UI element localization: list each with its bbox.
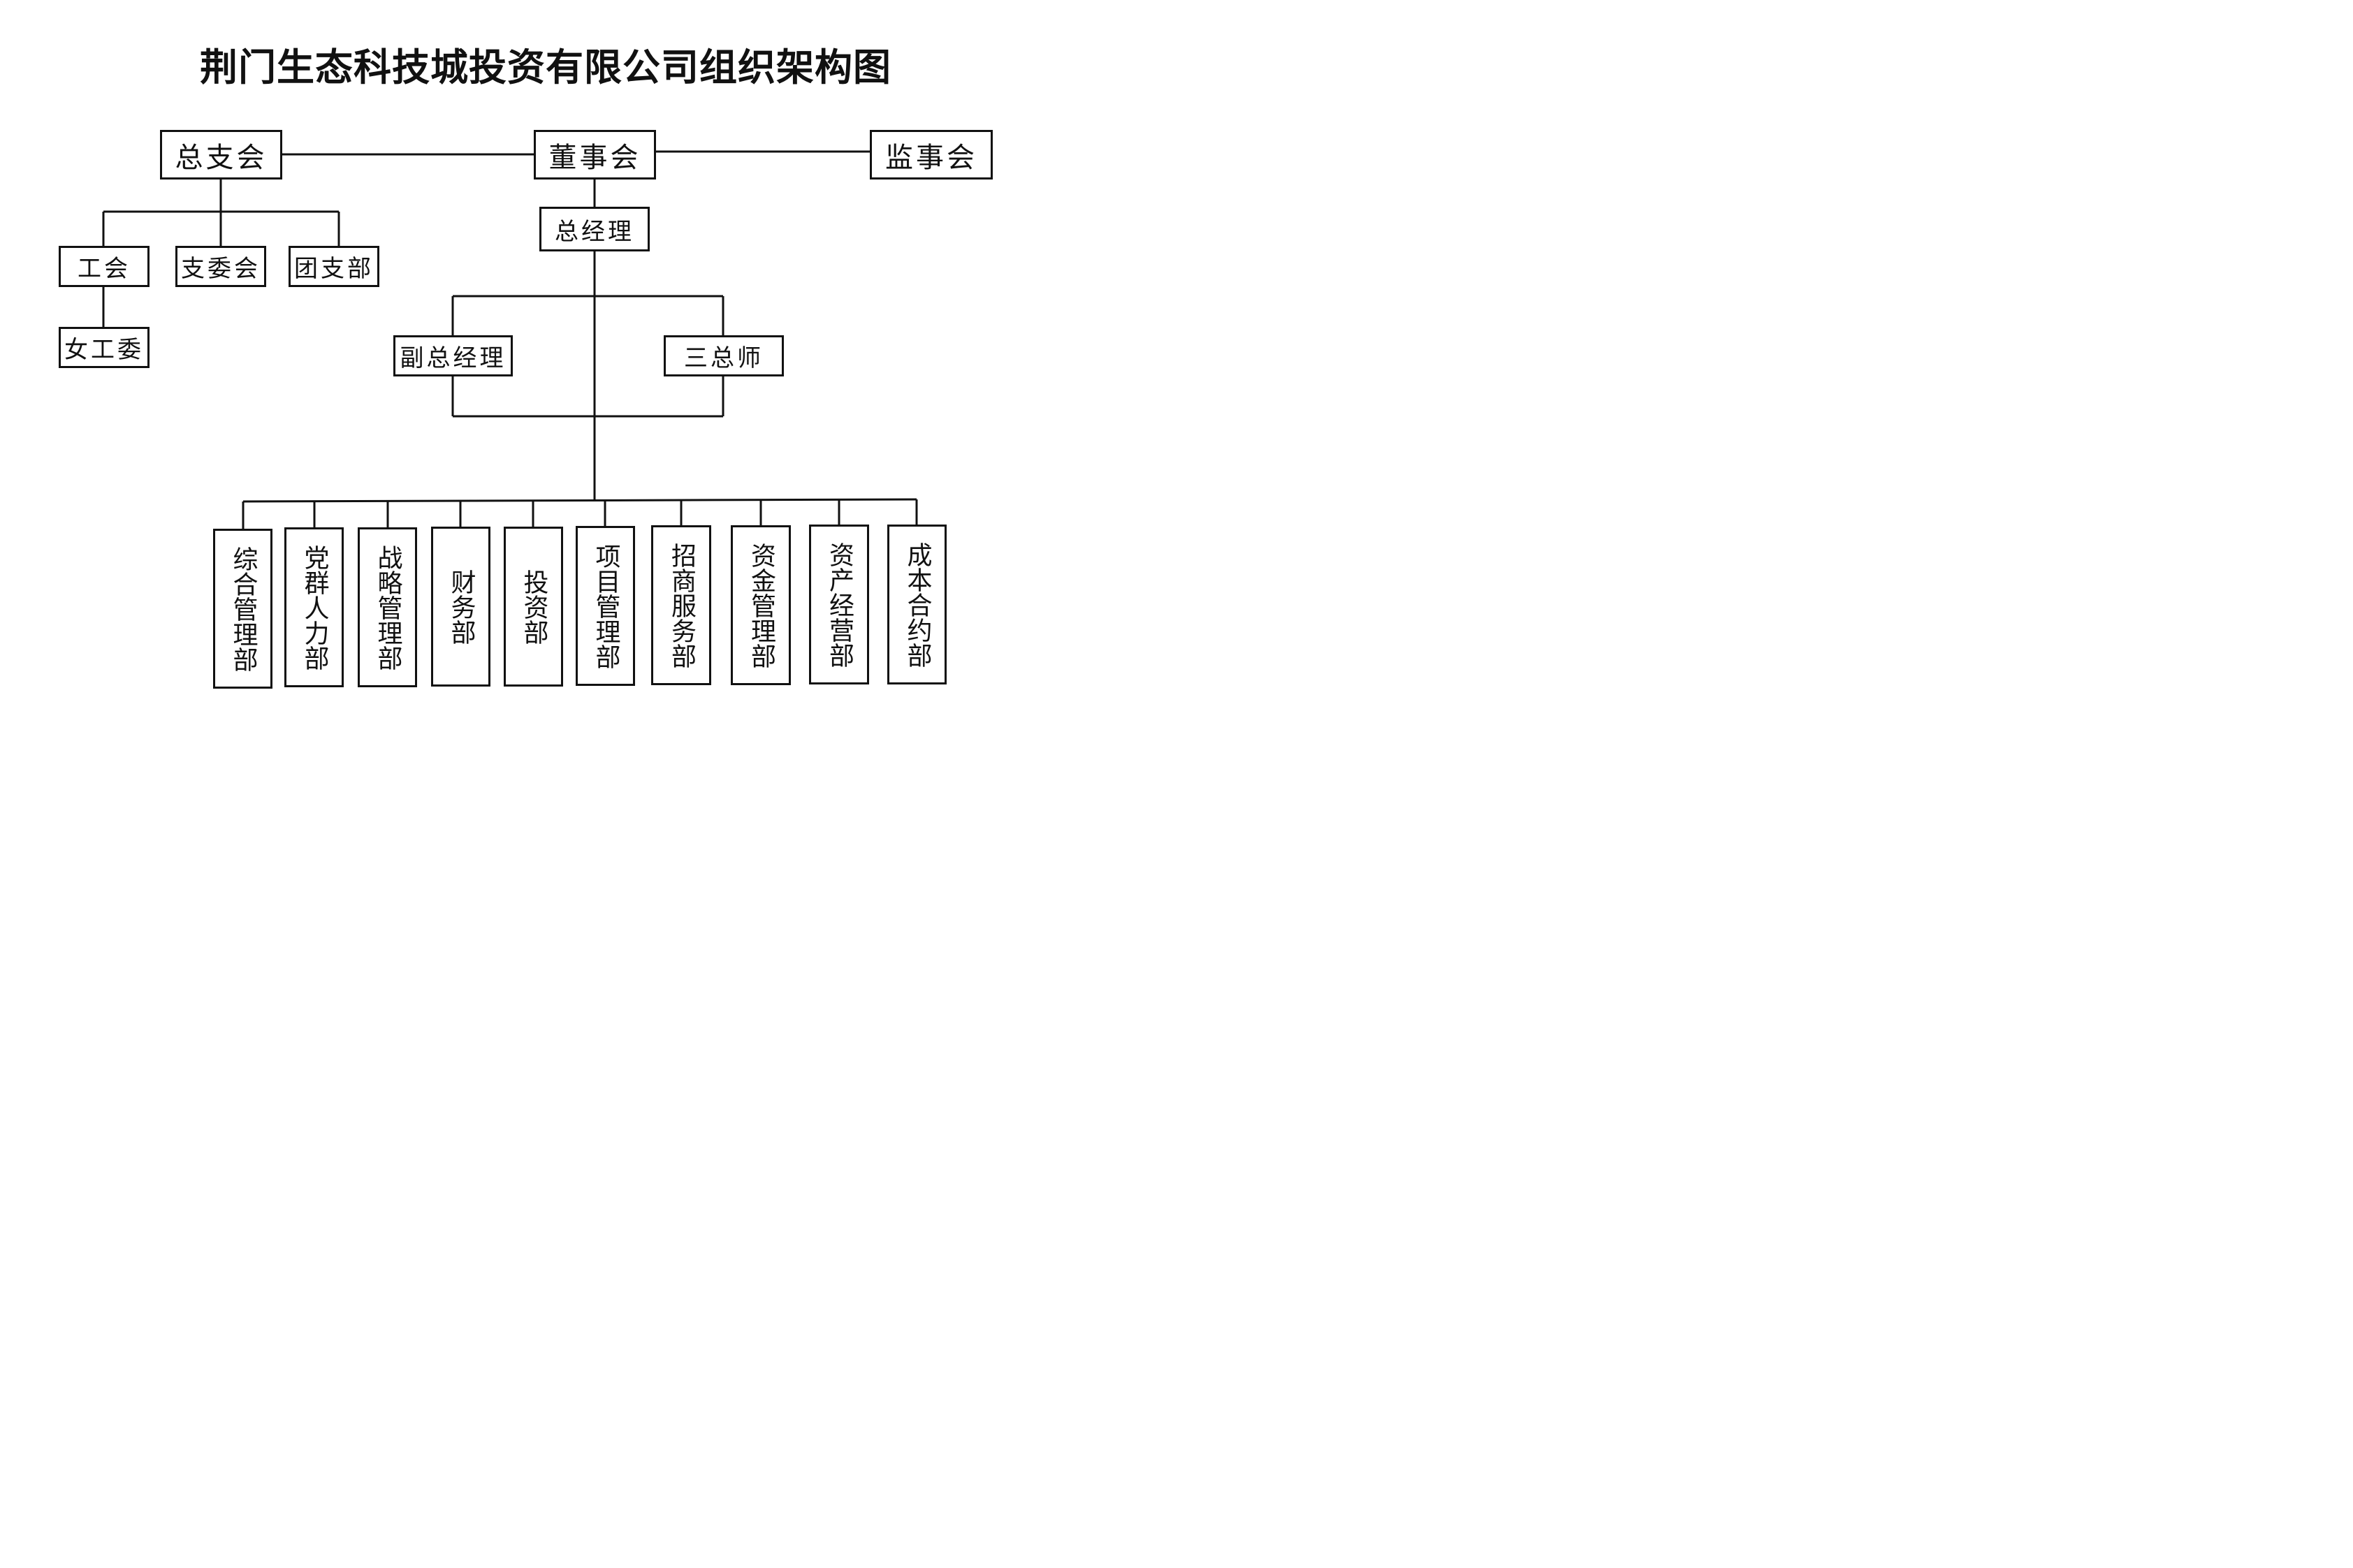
chart-title: 荆门生态科技城投资有限公司组织架构图 — [200, 45, 891, 89]
dept-label: 财务部 — [446, 569, 476, 645]
dept-label: 投资部 — [519, 569, 548, 645]
dept-label: 党群人力部 — [300, 544, 329, 671]
node-general-manager: 总经理 — [539, 207, 650, 251]
dept-label: 资产经营部 — [825, 541, 854, 668]
dept-label: 成本合约部 — [903, 541, 932, 668]
dept-investment: 投资部 — [504, 527, 563, 687]
dept-label: 战略管理部 — [373, 544, 402, 671]
dept-label: 项目管理部 — [591, 543, 620, 669]
dept-fund-mgmt: 资金管理部 — [731, 525, 791, 685]
dept-asset-operation: 资产经营部 — [809, 525, 869, 684]
node-union: 工会 — [59, 246, 150, 287]
connector-lines — [102, 150, 918, 530]
dept-cost-contract: 成本合约部 — [887, 525, 947, 684]
dept-general-admin: 综合管理部 — [213, 529, 272, 689]
node-three-chiefs: 三总师 — [664, 335, 784, 376]
node-supervisors: 监事会 — [870, 130, 993, 179]
node-party-branch: 总支会 — [160, 130, 282, 179]
node-women-committee: 女工委 — [59, 327, 150, 368]
node-board: 董事会 — [534, 130, 656, 179]
dept-strategy: 战略管理部 — [358, 527, 417, 687]
dept-investment-promotion: 招商服务部 — [651, 525, 711, 685]
node-branch-committee: 支委会 — [175, 246, 266, 287]
node-youth-branch: 团支部 — [289, 246, 379, 287]
dept-label: 招商服务部 — [667, 542, 696, 668]
dept-project-mgmt: 项目管理部 — [576, 526, 635, 686]
node-deputy-gm: 副总经理 — [393, 335, 513, 376]
dept-label: 综合管理部 — [228, 545, 258, 672]
dept-label: 资金管理部 — [747, 542, 775, 668]
dept-party-hr: 党群人力部 — [284, 527, 344, 687]
dept-finance: 财务部 — [431, 527, 490, 687]
